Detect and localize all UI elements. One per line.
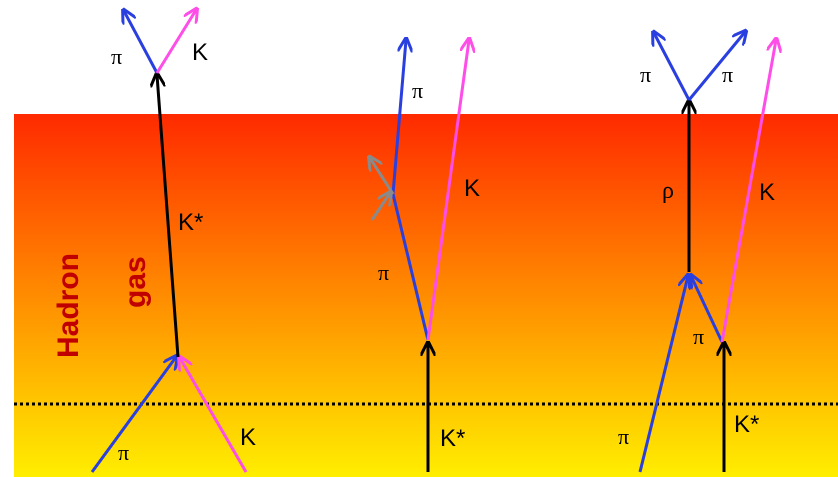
- panel-right: π K* π ρ K π π: [618, 32, 776, 473]
- pion-out-left-track: [654, 33, 691, 101]
- pion-in-label: π: [118, 440, 129, 465]
- kaon-out-track: [426, 40, 469, 341]
- pion-out-track: [124, 11, 159, 74]
- gas-label: gas: [119, 256, 152, 308]
- pion-mid-label: π: [693, 324, 704, 349]
- hadron-label: Hadron: [52, 253, 85, 358]
- kstar-in-label: K*: [440, 425, 465, 452]
- kaon-in-label: K: [240, 424, 256, 451]
- kaon-out-track: [155, 10, 196, 74]
- kaon-out-label: K: [759, 179, 775, 206]
- pion-in-track: [638, 276, 688, 473]
- pion-out-right-label: π: [722, 62, 733, 87]
- kaon-in-track: [180, 358, 248, 473]
- pion-out-label: π: [111, 44, 122, 69]
- pion-out-right-track: [687, 32, 745, 101]
- pion-out-label: π: [412, 78, 423, 103]
- panel-left: π K K* π K: [90, 10, 256, 473]
- rescatter-track-2: [370, 193, 390, 221]
- pion-out-left-label: π: [640, 62, 651, 87]
- kstar-in-label: K*: [734, 411, 759, 438]
- pion-mid-label: π: [378, 260, 389, 285]
- pion-mid-track: [391, 193, 430, 341]
- rho-label: ρ: [662, 178, 674, 204]
- kaon-out-label: K: [464, 175, 480, 202]
- kaon-out-track: [720, 40, 776, 343]
- kaon-out-label: K: [192, 39, 208, 66]
- panel-middle: K* π π K: [370, 40, 480, 472]
- pion-in-track: [90, 357, 176, 473]
- pion-out-track: [391, 40, 406, 195]
- pion-mid-track: [691, 276, 724, 343]
- kstar-track: [157, 75, 180, 358]
- pion-in-label: π: [618, 424, 629, 449]
- kstar-label: K*: [178, 209, 203, 236]
